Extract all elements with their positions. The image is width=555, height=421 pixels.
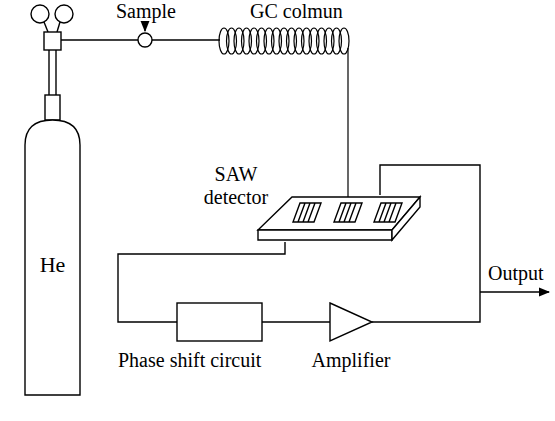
gas-cylinder-regulator [31, 5, 73, 120]
node-label: He [25, 252, 80, 277]
node-label: SAW detector [200, 163, 272, 209]
gas-line [61, 24, 220, 47]
signal-wire [372, 165, 480, 322]
column-label: GC colmun [250, 0, 343, 23]
shape-outline [177, 303, 262, 341]
sample-label: Sample [116, 0, 176, 23]
output-line [480, 291, 549, 292]
shape-outline [330, 303, 372, 341]
amplifier-triangle: Amplifier [330, 303, 372, 341]
shape-outline [255, 195, 423, 242]
output-label: Output [488, 262, 544, 285]
node-label: Phase shift circuit [118, 349, 261, 372]
phase-shift-box: Phase shift circuit [177, 303, 262, 341]
gas-cylinder: He [25, 120, 80, 395]
signal-wire [262, 321, 330, 322]
saw-detector: SAW detector [255, 195, 423, 242]
node-label: Amplifier [312, 349, 391, 372]
